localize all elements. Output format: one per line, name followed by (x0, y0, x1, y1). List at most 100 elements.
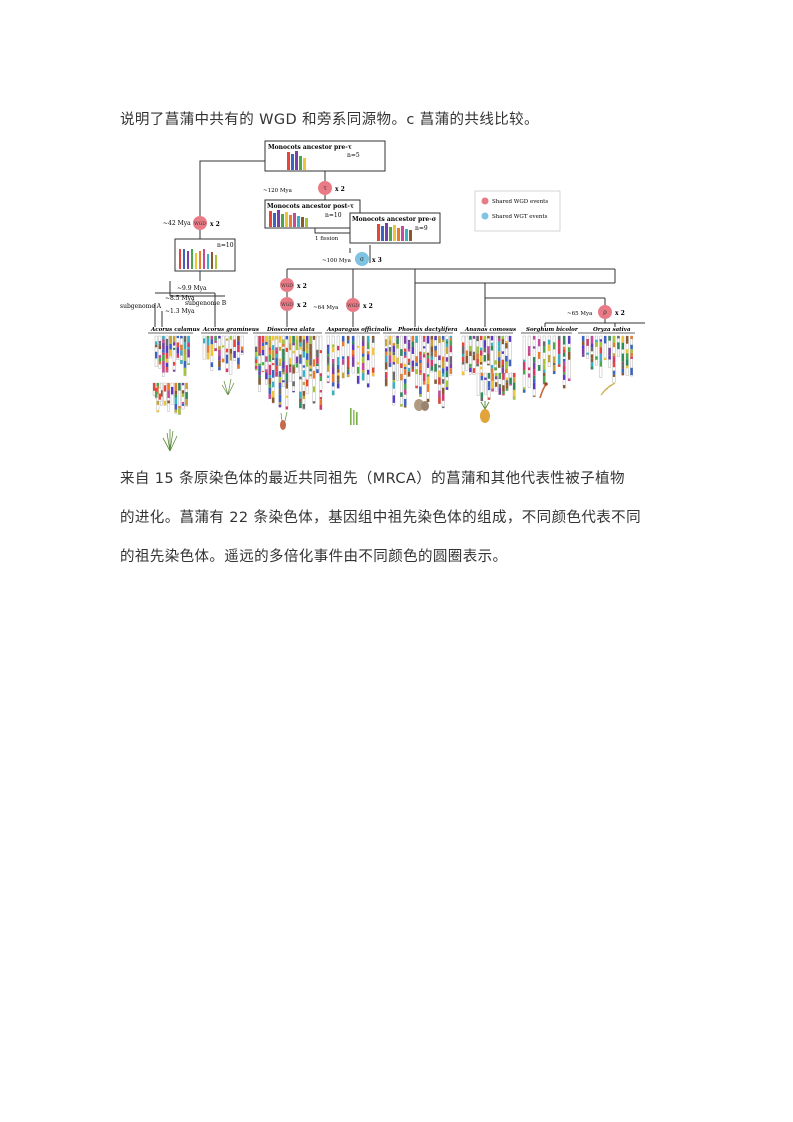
chromosome-segment (630, 356, 633, 359)
chromosome-segment (423, 338, 426, 342)
chromosome-segment (327, 356, 330, 364)
chromosome-segment (626, 349, 629, 354)
chromosome-segment (302, 365, 305, 368)
chromosome-segment (282, 356, 285, 362)
ancestor-title: Monocots ancestor pre-σ (352, 216, 437, 223)
chromosome-segment (162, 365, 165, 373)
chromosome-segment (295, 356, 299, 364)
chromosome-segment (553, 371, 556, 374)
legend-wgt: Shared WGT events (492, 214, 548, 220)
chromosome-segment (187, 342, 190, 348)
chromosome-segment (548, 354, 551, 363)
chromosome-segment (442, 406, 445, 408)
chromosome-segment (533, 362, 536, 370)
chromosome-segment (160, 390, 163, 397)
chromosome-segment (285, 347, 288, 352)
chromosome-segment (362, 370, 365, 373)
chromosome-segment (289, 357, 292, 365)
chromosome-segment (553, 356, 556, 363)
event-rho: ~65 Mya ρ x 2 (567, 305, 625, 319)
chromosome-segment (265, 336, 268, 342)
chromosome-segment (608, 336, 611, 341)
chromosome-segment (158, 345, 161, 350)
chromosome-segment (396, 338, 399, 345)
chromosome-segment (469, 351, 472, 357)
chromosome-segment (261, 362, 265, 366)
chromosome-segment (367, 354, 370, 361)
chromosome-segment (538, 339, 541, 347)
chromosome-segment (465, 355, 468, 364)
chromosome-segment (490, 368, 494, 373)
chromosome-segment (392, 395, 395, 403)
chromosome-segment (487, 381, 491, 388)
chromosome-segment (582, 354, 585, 357)
chromosome-segment (327, 365, 330, 372)
chromosome-segment (612, 374, 616, 377)
species-label: Phoenix dactylifera (397, 327, 458, 333)
chromosome-segment (352, 363, 355, 367)
chromosome-segment (404, 389, 407, 395)
event-symbol: τ (323, 185, 327, 192)
chromosome-segment (306, 353, 309, 360)
chromosome-segment (407, 367, 411, 372)
ancestor-n: n=9 (415, 225, 428, 232)
chromosome-segment (165, 362, 169, 368)
chromosome-segment (396, 357, 399, 364)
chromosome-segment (278, 358, 282, 364)
chromosome-segment (626, 336, 629, 344)
fission-label: 1 fission (315, 236, 339, 242)
chromosome-segment (268, 339, 271, 348)
chromosome-segment (292, 366, 295, 374)
chromosome-segment (222, 358, 225, 363)
chromosome-segment (442, 373, 445, 377)
chromosome (547, 335, 551, 367)
chromosome-segment (548, 339, 551, 345)
chromosome-segment (462, 346, 465, 354)
chromosome-segment (237, 336, 240, 342)
tree-lines (154, 160, 645, 327)
chromosome-segment (523, 361, 526, 370)
event-symbol: WGD (281, 302, 293, 308)
ancestor-pre-tau: Monocots ancestor pre-τ n=5 (264, 140, 386, 172)
chromosome-segment (233, 350, 236, 358)
chromosome-segment (449, 356, 452, 364)
chromosome-segment (302, 391, 305, 396)
sorghum-grain-icon (539, 382, 548, 399)
chromosome-segment (426, 355, 430, 359)
chromosome-segment (229, 336, 232, 340)
chromosome-segment (272, 336, 275, 341)
chromosome-segment (306, 340, 309, 343)
chromosome-segment (385, 374, 388, 379)
chromosome-segment (563, 339, 566, 345)
event-asparagus-wgd: ~64 Mya WGD x 2 (313, 298, 373, 312)
chromosome-segment (299, 342, 302, 347)
species-label: Acorus gramineus (202, 327, 259, 333)
chromosome-segment (299, 401, 302, 409)
chromosome-segment (599, 361, 602, 367)
chromosome (312, 335, 316, 404)
chromosome-segment (258, 363, 261, 366)
chromosome-segment (442, 339, 445, 343)
chromosome-segment (165, 370, 169, 373)
chromosome-segment (445, 366, 449, 372)
chromosome-segment (415, 385, 418, 389)
chromosome-segment (210, 339, 213, 345)
chromosome-segment (426, 358, 430, 363)
chromosome-segment (442, 379, 445, 384)
chromosome-segment (533, 378, 536, 383)
chromosome-segment (630, 367, 633, 376)
chromosome (484, 372, 487, 395)
chromosome-segment (261, 336, 265, 343)
chromosome-segment (563, 352, 566, 357)
chromosome-segment (309, 343, 312, 351)
chromosome-segment (558, 354, 561, 360)
chromosome-segment (469, 336, 472, 340)
chromosome-segment (255, 346, 258, 353)
chromosome-segment (419, 372, 422, 375)
chromosome-segment (423, 381, 426, 385)
chromosome-segment (582, 345, 585, 349)
caption-line: 来自 15 条原染色体的最近共同祖先（MRCA）的菖蒲和其他代表性被子植物 (120, 471, 625, 487)
event-mult: x 2 (210, 221, 220, 228)
chromosome (221, 335, 225, 363)
chromosome-segment (445, 371, 449, 378)
